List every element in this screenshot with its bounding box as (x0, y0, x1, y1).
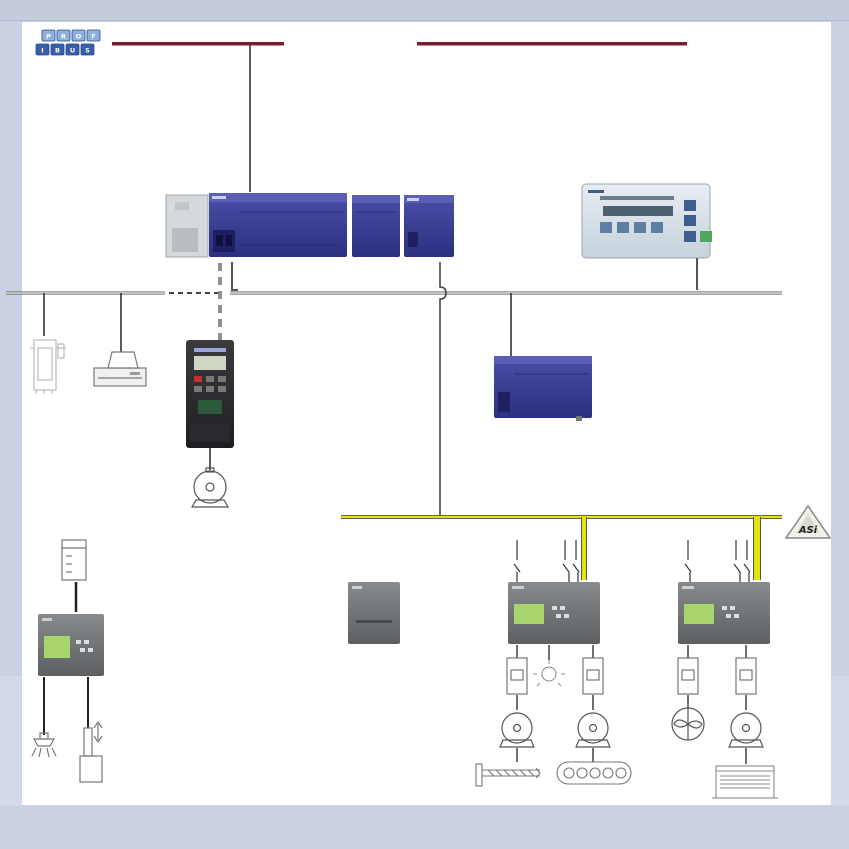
remote-plc (494, 356, 592, 421)
left-side-tab (0, 676, 22, 806)
screw-conveyor-icon (475, 763, 541, 787)
plc-comm-module (404, 195, 454, 257)
lamp-icon (533, 660, 565, 687)
diagram-panel (22, 22, 831, 805)
asi-logo-text: ASi (798, 525, 818, 536)
profibus-letter: F (91, 33, 95, 41)
roller-conveyor-icon (556, 761, 632, 785)
sprinkler-icon (31, 732, 57, 758)
logo-module-center-blank (348, 582, 400, 644)
top-band (0, 0, 849, 20)
text-display-panel (581, 183, 712, 259)
profibus-logo: P R O F I B U S (35, 29, 101, 56)
cpu-port-link (231, 262, 238, 291)
profibus-line-left (112, 42, 284, 46)
frequency-inverter (186, 340, 234, 448)
top-band-border (0, 20, 849, 21)
plc-power-supply (165, 194, 209, 258)
profibus-letter: P (46, 33, 51, 41)
profibus-letter: S (85, 47, 90, 55)
profibus-letter-tile: B (50, 43, 65, 56)
asi-logo: ASi (784, 504, 832, 539)
logo-module-asi-1 (508, 582, 600, 644)
profibus-letter-tile: F (86, 29, 101, 42)
motor-icon (499, 712, 611, 748)
plc-expansion-module (352, 195, 400, 257)
roller-door-icon (712, 765, 778, 799)
profibus-letter-tile: O (71, 29, 86, 42)
motor-icon (190, 467, 230, 508)
right-side-tab (831, 676, 849, 806)
profibus-letter-tile: R (56, 29, 71, 42)
motor-icon (728, 712, 764, 748)
asi-input-switches-2 (684, 540, 751, 582)
contactor-icon (677, 657, 757, 695)
contactor-icon (506, 657, 604, 695)
level-tank-icon (61, 539, 87, 581)
profibus-letter: I (41, 47, 43, 55)
logo-module-left (38, 614, 104, 676)
asi-master-link (439, 262, 447, 515)
asi-drop-2 (753, 517, 761, 580)
logo-module-asi-2 (678, 582, 770, 644)
profibus-letter-tile: I (35, 43, 50, 56)
plc-main-cpu (209, 193, 347, 257)
din-rail-terminal-icon (30, 339, 66, 394)
profibus-line-right (417, 42, 687, 46)
profibus-letter: R (61, 33, 66, 41)
profibus-letter-tile: P (41, 29, 56, 42)
profibus-letter: U (70, 47, 75, 55)
profibus-letter-tile: S (80, 43, 95, 56)
profibus-letter: B (55, 47, 60, 55)
asi-input-switches-1 (513, 540, 580, 582)
gate-actuator-icon (79, 720, 103, 783)
profibus-letter: O (76, 33, 82, 41)
printer-icon (93, 351, 147, 387)
profibus-letter-tile: U (65, 43, 80, 56)
fan-icon (671, 707, 705, 741)
asi-drop-1 (581, 517, 587, 580)
